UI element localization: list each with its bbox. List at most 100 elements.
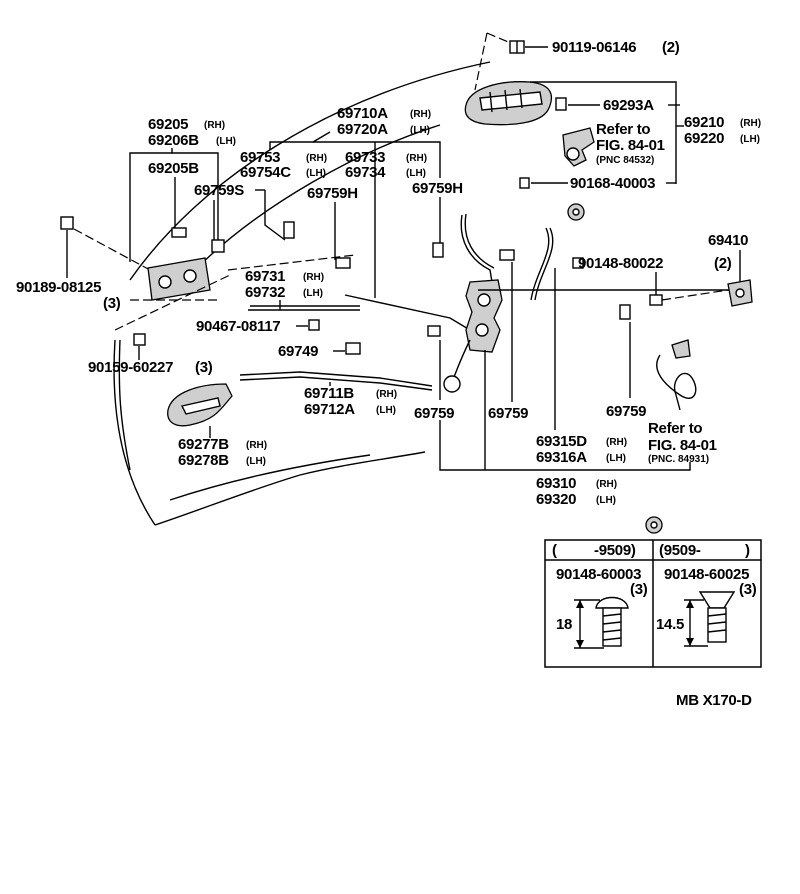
leader-line (129, 148, 173, 262)
side-rh: (RH) (406, 153, 427, 164)
part-number-69759H: 69759H (412, 180, 463, 197)
refer-pnc-label: (PNC 84532) (596, 155, 654, 166)
part-number-90168: 90168-40003 (570, 175, 655, 192)
side-lh: (LH) (606, 453, 626, 464)
table-col2-dim: 14.5 (656, 616, 684, 633)
part-number-69315D: 69315D (536, 433, 587, 450)
side-lh: (LH) (303, 288, 323, 299)
leader-line (264, 190, 286, 241)
figure-code: MB X170-D (676, 692, 752, 709)
rod (239, 371, 433, 387)
inner-door-handle (167, 383, 233, 427)
part-number-69759: 69759 (606, 403, 646, 420)
part-number-69733: 69733 (345, 149, 385, 166)
part-number-69759S: 69759S (194, 182, 244, 199)
table-col2-header: (9509- (659, 542, 701, 559)
side-rh: (RH) (596, 479, 617, 490)
part-number-69293A: 69293A (603, 97, 654, 114)
screw-icon (698, 591, 736, 643)
part-number-69734: 69734 (345, 164, 386, 181)
refer-to-label: Refer to (648, 420, 702, 437)
dimension-arrow (574, 599, 604, 649)
screw-icon (133, 333, 146, 346)
clip-icon (572, 257, 584, 269)
screw-icon (595, 596, 629, 647)
table-col2-part: 90148-60025 (664, 566, 749, 583)
rod (344, 294, 471, 331)
side-lh: (LH) (246, 456, 266, 467)
side-rh: (RH) (303, 272, 324, 283)
part-number-90148-80022: 90148-80022 (578, 255, 663, 272)
outer-handle (464, 81, 553, 126)
part-number-69711B: 69711B (304, 385, 354, 402)
side-rh: (RH) (306, 153, 327, 164)
leader-dash (474, 32, 488, 91)
qty-90189: (3) (103, 295, 121, 312)
dimension-arrow (684, 599, 708, 647)
part-number-69316A: 69316A (536, 449, 587, 466)
rod (239, 376, 433, 391)
side-rh: (RH) (376, 389, 397, 400)
leader-dash (73, 228, 151, 271)
side-rh: (RH) (204, 120, 225, 131)
part-number-69210: 69210 (684, 114, 724, 131)
table-col2-header-close: ) (745, 542, 750, 559)
screw-icon (519, 177, 530, 189)
table-col1-header-open: ( (552, 542, 557, 559)
bracket-line (530, 81, 677, 184)
part-number-69754C: 69754C (240, 164, 291, 181)
part-number-69320: 69320 (536, 491, 576, 508)
part-number-69759: 69759 (488, 405, 528, 422)
leader-dash (227, 254, 356, 271)
screw-icon (649, 294, 663, 306)
clip-icon (345, 342, 361, 355)
part-number-69220: 69220 (684, 130, 724, 147)
clip-icon (499, 249, 515, 261)
side-lh: (LH) (410, 125, 430, 136)
side-lh: (LH) (216, 136, 236, 147)
clip-icon (555, 97, 567, 111)
part-number-69310: 69310 (536, 475, 576, 492)
part-number-69277B: 69277B (178, 436, 229, 453)
part-number-69410: 69410 (708, 232, 748, 249)
part-number-69710A: 69710A (337, 105, 388, 122)
side-lh: (LH) (406, 168, 426, 179)
clip-icon (308, 319, 320, 331)
part-number-69206B: 69206B (148, 132, 199, 149)
bracket-line (439, 420, 691, 471)
part-number-69278B: 69278B (178, 452, 229, 469)
refer-fig-label: FIG. 84-01 (648, 437, 717, 454)
part-number-69749: 69749 (278, 343, 318, 360)
clip-icon (432, 242, 444, 258)
side-rh: (RH) (410, 109, 431, 120)
clip-icon (211, 239, 225, 253)
part-number-69205: 69205 (148, 116, 188, 133)
refer-to-label: Refer to (596, 121, 650, 138)
side-rh: (RH) (606, 437, 627, 448)
table-col1-dim: 18 (556, 616, 572, 633)
washer-symbol-icon (567, 203, 585, 221)
qty-90148-80022: (2) (714, 255, 732, 272)
door-lock-assembly (443, 213, 554, 393)
side-rh: (RH) (740, 118, 761, 129)
part-number-69759H: 69759H (307, 185, 358, 202)
part-number-90119: 90119-06146 (552, 39, 636, 56)
clip-icon (619, 304, 631, 320)
leader-dash (114, 274, 231, 331)
lock-cylinder (562, 127, 595, 167)
bolt-icon (60, 216, 74, 230)
qty-90159: (3) (195, 359, 213, 376)
clip-icon (171, 227, 187, 238)
part-number-90189: 90189-08125 (16, 279, 101, 296)
wire-harness (656, 339, 697, 411)
part-number-90467: 90467-08117 (196, 318, 280, 335)
part-number-90159: 90159-60227 (88, 359, 173, 376)
part-number-69753: 69753 (240, 149, 280, 166)
leader-dash (661, 289, 729, 301)
part-number-69205B: 69205B (148, 160, 199, 177)
table-col2-qty: (3) (739, 581, 757, 598)
screw-spec-table (544, 539, 762, 668)
table-col1-part: 90148-60003 (556, 566, 641, 583)
side-rh: (RH) (246, 440, 267, 451)
